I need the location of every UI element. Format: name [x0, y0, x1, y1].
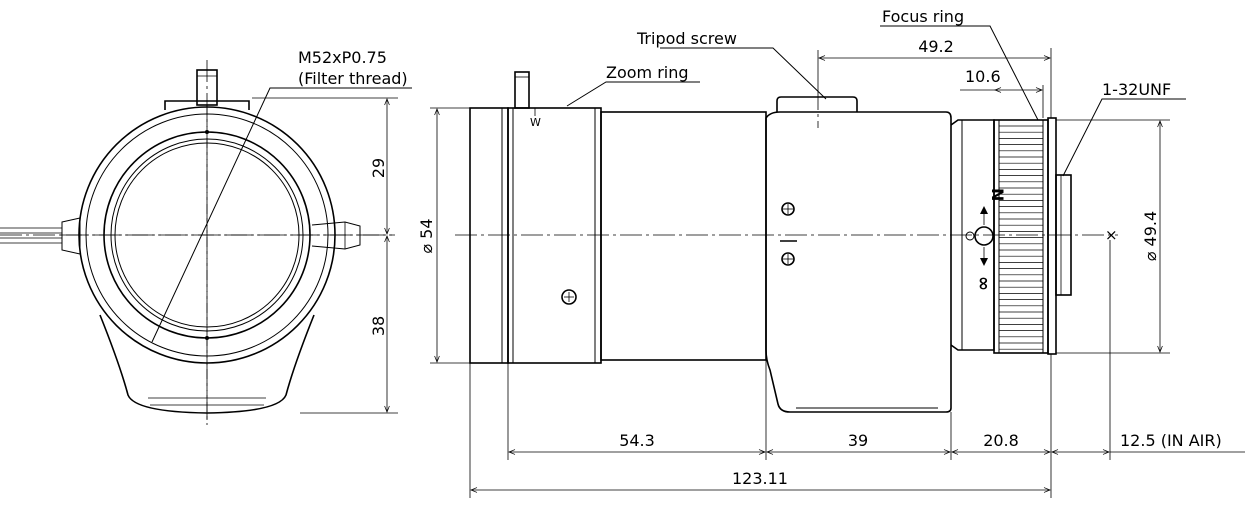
focus-infinity-mark: ∞ — [973, 276, 994, 291]
filter-thread-label-1: M52xP0.75 — [298, 48, 387, 67]
dim-diameter-54-label: ⌀ 54 — [417, 218, 436, 253]
filter-thread-leader — [151, 87, 412, 343]
dim-39-label: 39 — [848, 431, 868, 450]
dim-29-label: 29 — [369, 158, 388, 178]
zoom-screw — [561, 289, 577, 305]
side-knob — [311, 221, 361, 250]
mount-thread-label: 1-32UNF — [1102, 80, 1171, 99]
front-view: M52xP0.75 (Filter thread) 29 38 — [0, 48, 412, 425]
mount-thread-leader — [1062, 98, 1186, 177]
focal-point-mark: × — [1105, 226, 1118, 244]
tripod-screw-side — [776, 96, 858, 112]
zoom-wide-mark: W — [530, 116, 541, 129]
tripod-screw-label: Tripod screw — [636, 29, 737, 48]
body-screw-upper — [781, 202, 795, 216]
focus-ring-knurl — [999, 125, 1043, 350]
side-view: × W — [417, 7, 1245, 498]
focus-ring-leader — [880, 25, 1039, 121]
dim-49-2-label: 49.2 — [918, 37, 954, 56]
dim-10-6-label: 10.6 — [965, 67, 1001, 86]
tripod-screw-leader — [660, 47, 827, 100]
rear-body — [765, 111, 952, 413]
cable-outlet — [0, 217, 81, 255]
zoom-ring — [507, 107, 602, 364]
dim-overall-label: 123.11 — [732, 469, 788, 488]
body-screw-lower — [781, 252, 795, 266]
dim-12-5-label: 12.5 (IN AIR) — [1120, 431, 1222, 450]
zoom-ring-label: Zoom ring — [606, 63, 689, 82]
filter-thread-label-2: (Filter thread) — [298, 69, 408, 88]
zoom-ring-leader — [566, 81, 700, 107]
main-barrel — [600, 111, 767, 361]
dim-38-label: 38 — [369, 316, 388, 336]
dim-20-8-label: 20.8 — [983, 431, 1019, 450]
focus-ring-label: Focus ring — [882, 7, 964, 26]
dim-diameter-49-4-label: ⌀ 49.4 — [1141, 211, 1160, 261]
dim-54-3-label: 54.3 — [619, 431, 655, 450]
zoom-lock-pin: W — [514, 71, 541, 129]
rear-flange — [1047, 117, 1057, 355]
focus-lock-knob: N ∞ — [965, 188, 1007, 291]
focus-near-mark: N — [988, 188, 1007, 201]
